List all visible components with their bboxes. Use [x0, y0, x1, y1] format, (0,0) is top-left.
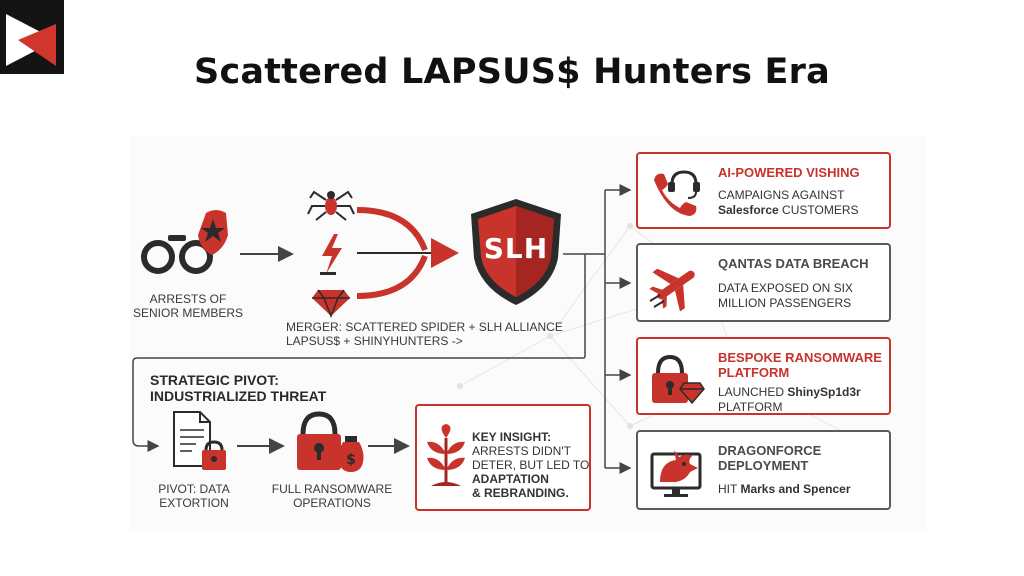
- pivot-title-line2: Industrialized Threat: [150, 388, 327, 404]
- card-desc-post: customers: [782, 203, 859, 217]
- arrests-label: Arrests of senior members: [132, 292, 243, 320]
- key-insight-box: Key Insight: Arrests didn't deter, but l…: [415, 404, 591, 511]
- document-lock-icon: [173, 411, 226, 470]
- merge-arrows: [356, 207, 459, 299]
- brand-logo: [0, 0, 64, 74]
- card-title: DragonForce Deployment: [718, 443, 822, 473]
- card-desc-post: platform: [718, 400, 783, 414]
- card-desc-pre: Campaigns against: [718, 188, 845, 202]
- card-desc-bold: Salesforce: [718, 203, 779, 217]
- lock-moneybag-icon: $: [297, 411, 364, 472]
- card-dragonforce: DragonForce Deployment Hit Marks and Spe…: [636, 430, 891, 510]
- gem-icon: [312, 289, 350, 318]
- ransomware-ops-label: Full Ransomware Operations: [271, 482, 393, 510]
- svg-text:$: $: [346, 452, 356, 468]
- merger-label: Merger: Scattered Spider + SLH Alliance …: [286, 320, 586, 348]
- pivot-title-line1: Strategic Pivot:: [150, 372, 279, 388]
- sprout-icon: [427, 424, 465, 486]
- insight-text: Key Insight: Arrests didn't deter, but l…: [472, 430, 590, 500]
- card-desc-pre: Launched: [718, 385, 785, 399]
- insight-heading: Key Insight:: [472, 430, 552, 444]
- shield-text: SLH: [483, 232, 549, 265]
- card-desc-bold: ShinySp1d3r: [787, 385, 861, 399]
- lightning-icon: [320, 234, 342, 275]
- insight-emphasis-2: & Rebranding.: [472, 486, 569, 500]
- card-desc-pre: Hit: [718, 482, 738, 496]
- insight-body: Arrests didn't deter, but led to: [472, 444, 590, 472]
- pivot-title: Strategic Pivot: Industrialized Threat: [150, 372, 326, 404]
- card-desc: Campaigns against Salesforce customers: [718, 188, 888, 218]
- card-desc-bold: Marks and Spencer: [740, 482, 851, 496]
- card-title: Bespoke Ransomware Platform: [718, 350, 882, 380]
- card-desc: Launched ShinySp1d3r platform: [718, 385, 888, 415]
- dragon-monitor-icon: [650, 450, 702, 497]
- page-title: Scattered LAPSUS$ Hunters Era: [194, 52, 830, 92]
- airplane-icon: [649, 268, 695, 312]
- extortion-label: Pivot: Data Extortion: [158, 482, 230, 510]
- slh-shield-icon: [471, 199, 561, 305]
- card-title: AI-Powered Vishing: [718, 165, 860, 180]
- merger-icons: [307, 190, 355, 318]
- card-ai-vishing: AI-Powered Vishing Campaigns against Sal…: [636, 152, 891, 229]
- handcuffs-badge-icon: [141, 210, 228, 274]
- card-bespoke-ransomware: Bespoke Ransomware Platform Launched Shi…: [636, 337, 891, 415]
- insight-emphasis-1: Adaptation: [472, 472, 549, 486]
- card-desc: Hit Marks and Spencer: [718, 482, 888, 497]
- card-desc: Data exposed on six million passengers: [718, 281, 853, 310]
- spider-icon: [307, 190, 355, 221]
- phone-headset-icon: [654, 170, 700, 216]
- card-qantas: Qantas Data Breach Data exposed on six m…: [636, 243, 891, 322]
- merger-label-line2: LAPSUS$ + ShinyHunters ->: [286, 334, 463, 348]
- card-title: Qantas Data Breach: [718, 256, 869, 271]
- merger-label-line1: Merger: Scattered Spider + SLH Alliance: [286, 320, 563, 334]
- lock-gem-icon: [652, 354, 705, 405]
